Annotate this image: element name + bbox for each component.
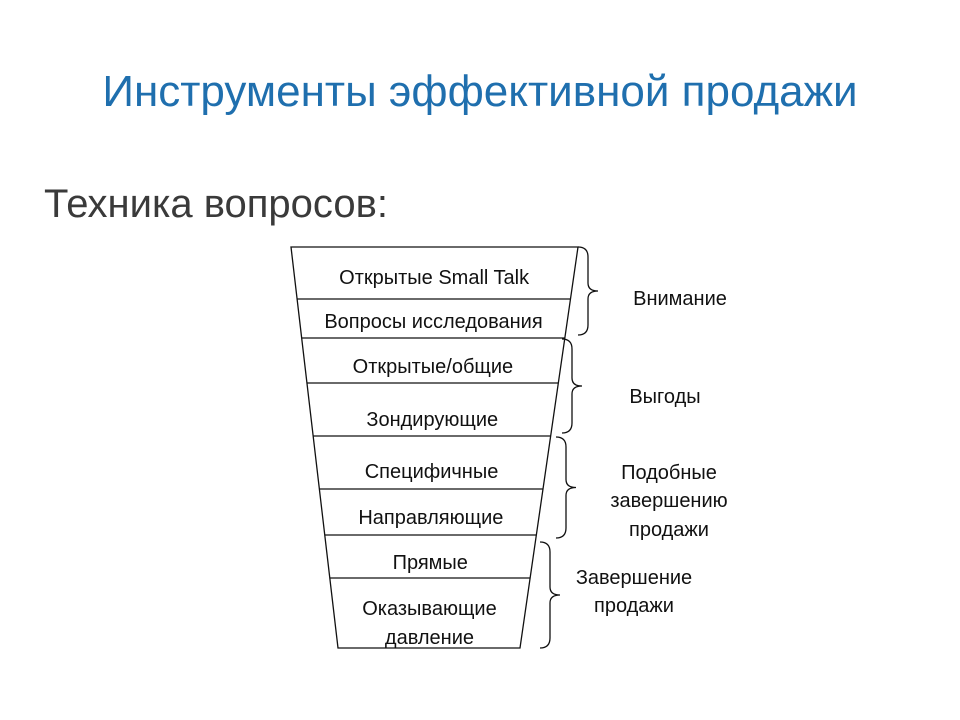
group-brace — [561, 338, 583, 434]
funnel-level-label: Направляющие — [358, 507, 503, 529]
group-braces — [539, 246, 599, 649]
group-brace — [555, 436, 577, 539]
funnel-level-label: Открытые/общие — [353, 356, 514, 378]
slide-title: Инструменты эффективной продажи — [102, 67, 858, 116]
group-brace — [577, 246, 599, 336]
slide-subtitle: Техника вопросов: — [44, 182, 388, 226]
funnel-outline — [290, 246, 579, 649]
funnel-level-label: Вопросы исследования — [324, 311, 542, 333]
funnel-level-label: Специфичные — [365, 461, 499, 483]
group-label: Выгоды — [629, 386, 700, 408]
group-label: Внимание — [633, 288, 727, 310]
group-brace — [539, 541, 561, 649]
funnel-level-label: Зондирующие — [366, 409, 498, 431]
funnel-level-label: Открытые Small Talk — [339, 267, 530, 289]
funnel-level-label: Прямые — [393, 552, 468, 574]
